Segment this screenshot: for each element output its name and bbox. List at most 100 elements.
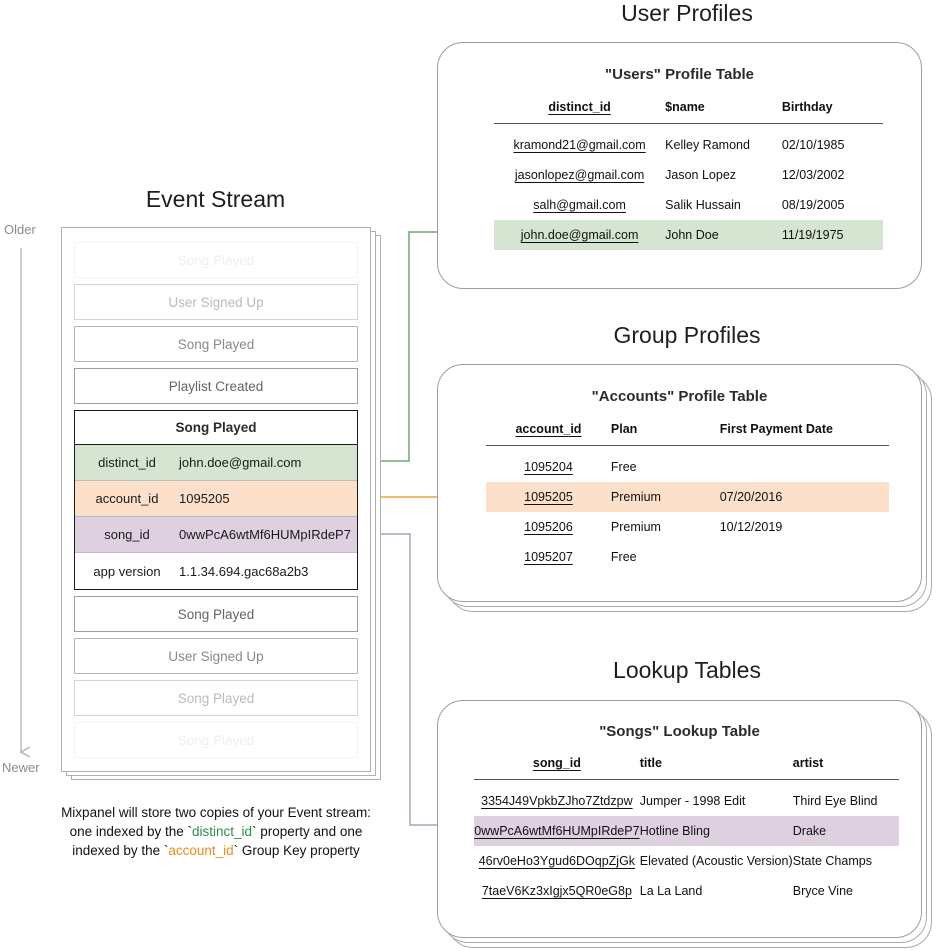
table-cell: 08/19/2005 [781, 197, 845, 212]
table-cell: Jumper - 1998 Edit [639, 793, 746, 808]
songs-table-row[interactable]: 7taeV6Kz3xIgjx5QR0eG8p La La Land Bryce Vi… [474, 876, 899, 906]
group-profiles-title: Group Profiles [613, 322, 761, 348]
column-header: account_id [515, 422, 582, 436]
table-cell: Premium [610, 519, 661, 534]
accounts-table-row[interactable]: 1095204 Free [486, 452, 889, 482]
accounts-table-header-row: account_id Plan First Payment Date [486, 422, 889, 446]
table-cell: 0wwPcA6wtMf6HUMpIRdeP7 [474, 815, 640, 846]
table-cell: 07/20/2016 [719, 481, 889, 512]
event-item[interactable]: Song Played [74, 596, 358, 632]
column-header: song_id [532, 756, 581, 770]
table-cell [720, 542, 889, 572]
event-item[interactable]: Song Played [74, 680, 358, 716]
caption-line-1: Mixpanel will store two copies of your E… [61, 805, 371, 820]
songs-table-row[interactable]: 3354J49VpkbZJho7Ztdzpw Jumper - 1998 Edit… [474, 786, 899, 816]
table-cell: 7taeV6Kz3xIgjx5QR0eG8p [481, 883, 632, 898]
column-header: artist [792, 756, 824, 770]
table-cell: Drake [792, 815, 899, 846]
users-table-header-row: distinct_id $name Birthday [494, 100, 883, 124]
event-property-key: distinct_id [98, 455, 156, 470]
event-item[interactable]: Song Played [74, 242, 358, 278]
table-cell: Salik Hussain [665, 197, 741, 212]
accounts-table-title: "Accounts" Profile Table [591, 388, 768, 405]
table-cell: 12/03/2002 [781, 167, 845, 182]
accounts-table: account_id Plan First Payment Date 1095204… [486, 422, 889, 572]
lookup-tables-title: Lookup Tables [613, 657, 761, 683]
event-item[interactable]: User Signed Up [74, 638, 358, 674]
songs-lookup-card: "Songs" Lookup Table song_id title artist … [437, 700, 922, 938]
timeline-older-label: Older [4, 222, 36, 237]
column-header: title [639, 756, 662, 770]
table-cell: John Doe [665, 219, 782, 250]
caption-line-2: one indexed by the `distinct_id` propert… [69, 824, 363, 839]
table-cell: jasonlopez@gmail.com [514, 167, 645, 182]
songs-table: song_id title artist 3354J49VpkbZJho7Ztdzp… [474, 756, 899, 906]
table-cell: Hotline Bling [639, 815, 793, 846]
stream-caption: Mixpanel will store two copies of your E… [36, 803, 396, 860]
event-property-key: app version [93, 563, 161, 579]
table-cell: 1095206 [524, 519, 573, 534]
accounts-table-row[interactable]: 1095206 Premium 10/12/2019 [486, 512, 889, 542]
event-stream-title: Event Stream [145, 186, 286, 212]
users-table-row[interactable]: jasonlopez@gmail.com Jason Lopez 12/03/200… [494, 160, 883, 190]
timeline-newer-label: Newer [2, 760, 40, 775]
column-header: distinct_id [548, 100, 611, 114]
table-cell: Free [610, 459, 637, 474]
column-header: First Payment Date [719, 422, 833, 436]
event-property-value: 1.1.34.694.gac68a2b3 [179, 563, 309, 579]
songs-table-header-row: song_id title artist [474, 756, 899, 780]
table-cell: john.doe@gmail.com [494, 219, 666, 250]
expanded-event-title: Song Played [75, 411, 357, 445]
caption-line-3: indexed by the `account_id` Group Key pr… [72, 843, 360, 858]
users-table-row[interactable]: kramond21@gmail.com Kelley Ramond 02/10/19… [494, 130, 883, 160]
event-item[interactable]: User Signed Up [74, 284, 358, 320]
table-cell: 02/10/1985 [781, 137, 845, 152]
table-cell: Jason Lopez [665, 167, 737, 182]
column-header: Plan [610, 422, 638, 436]
event-property-key: account_id [95, 491, 159, 506]
accounts-table-row[interactable]: 1095207 Free [486, 542, 889, 572]
table-cell: State Champs [792, 853, 872, 868]
table-cell: La La Land [639, 883, 703, 898]
users-table: distinct_id $name Birthday kramond21@gmail… [494, 100, 883, 250]
table-cell: kramond21@gmail.com [513, 137, 646, 152]
table-cell: Elevated (Acoustic Version) [639, 853, 793, 868]
users-table-row[interactable]: salh@gmail.com Salik Hussain 08/19/2005 [494, 190, 883, 220]
table-cell: Free [610, 549, 637, 564]
table-cell: Third Eye Blind [792, 793, 878, 808]
table-cell: 10/12/2019 [719, 519, 783, 534]
table-cell: 1095204 [524, 459, 573, 474]
caption-token-account-id: account_id [168, 843, 234, 858]
event-item[interactable]: Song Played [74, 722, 358, 758]
column-header: $name [665, 100, 705, 114]
table-cell: 1095207 [524, 549, 573, 564]
user-profiles-title: User Profiles [621, 0, 753, 26]
table-cell [720, 452, 889, 482]
table-cell: 11/19/1975 [781, 219, 883, 250]
table-cell: 3354J49VpkbZJho7Ztdzpw [481, 793, 633, 808]
column-header: Birthday [781, 100, 833, 114]
event-item[interactable]: Song Played [74, 326, 358, 362]
event-item[interactable]: Playlist Created [74, 368, 358, 404]
event-property-value: 0wwPcA6wtMf6HUMpIRdeP7 [179, 527, 351, 542]
table-cell: 46rv0eHo3Ygud6DOqpZjGk [478, 853, 636, 868]
table-cell: salh@gmail.com [533, 197, 626, 212]
table-cell: Bryce Vine [792, 883, 853, 898]
event-property-row: app version 1.1.34.694.gac68a2b3 [75, 553, 357, 589]
table-cell: Kelley Ramond [665, 137, 750, 152]
songs-table-title: "Songs" Lookup Table [599, 723, 760, 740]
table-cell: Premium [610, 481, 720, 512]
